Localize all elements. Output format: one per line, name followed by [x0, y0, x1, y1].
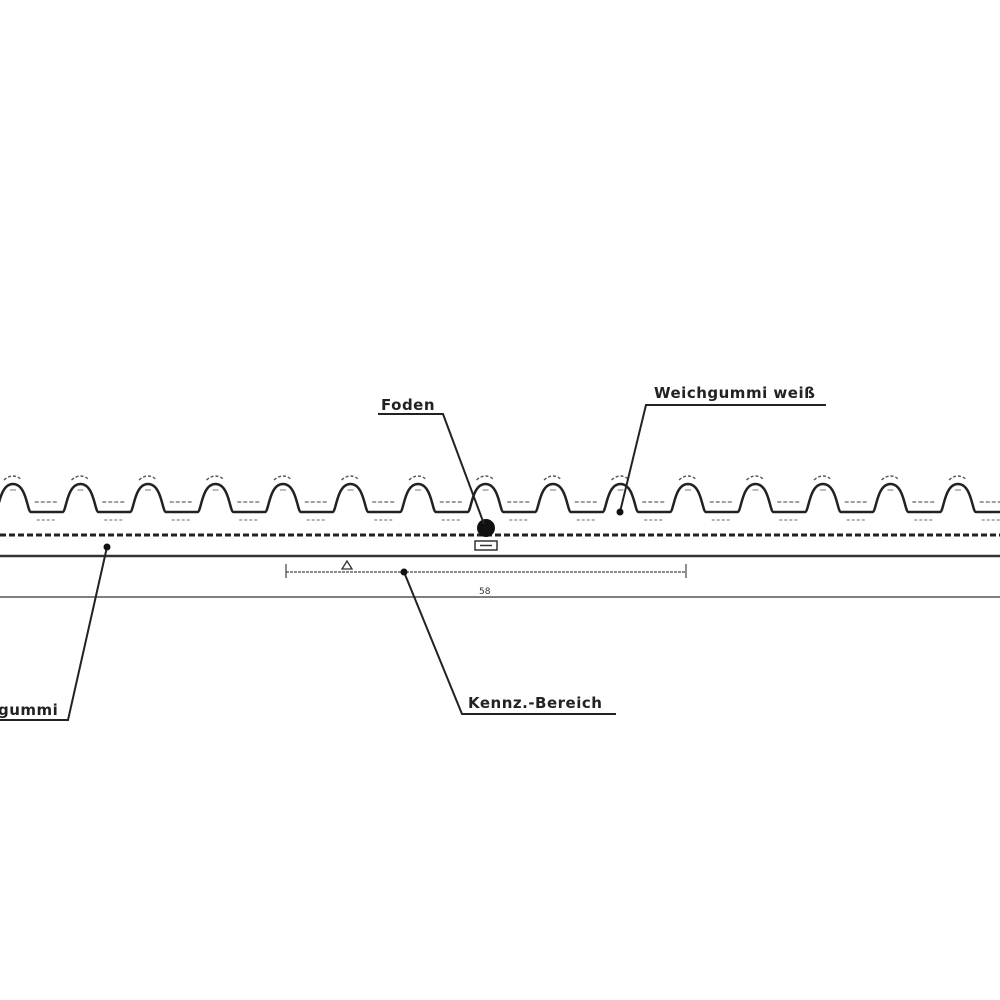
scallop-outline-dash: [138, 475, 158, 481]
scallop-outline-dash: [408, 475, 428, 481]
leader-soft-rubber: [619, 404, 826, 513]
scallop-outline-dash: [71, 475, 90, 481]
leader-marking-area: [403, 571, 616, 715]
leader-thread: [378, 413, 485, 525]
label-marking-area: Kennz.-Bereich: [468, 694, 602, 712]
thread-dot: [477, 519, 495, 537]
scallop-outline-dash: [611, 475, 630, 481]
profile-outline: [0, 482, 1000, 514]
label-soft-rubber-white: Weichgummi weiß: [654, 384, 815, 402]
scallop-outline-dash: [206, 475, 225, 481]
dimension-label: 58: [479, 587, 491, 597]
scalloped-profile: [0, 482, 1000, 514]
scallop-outline-dash: [341, 475, 360, 481]
profile-dash-marks: [3, 475, 1000, 521]
scallop-outline-dash: [543, 475, 563, 481]
scallop-outline-dash: [3, 475, 23, 481]
label-rubber: gummi: [0, 701, 58, 719]
scallop-outline-dash: [881, 475, 900, 481]
scallop-outline-dash: [813, 475, 833, 481]
leader-dot: [400, 568, 408, 576]
triangle-marker-icon: [340, 559, 354, 570]
scallop-outline-dash: [476, 475, 495, 481]
leader-dot: [103, 543, 111, 551]
scallop-outline-dash: [746, 475, 765, 481]
leader-rubber: [0, 546, 108, 721]
label-thread: Foden: [381, 396, 435, 414]
scallop-outline-dash: [273, 475, 293, 481]
leader-dot: [616, 508, 624, 516]
scallop-outline-dash: [948, 475, 968, 481]
thread-symbol-box: [474, 540, 498, 551]
scallop-outline-dash: [678, 475, 698, 481]
